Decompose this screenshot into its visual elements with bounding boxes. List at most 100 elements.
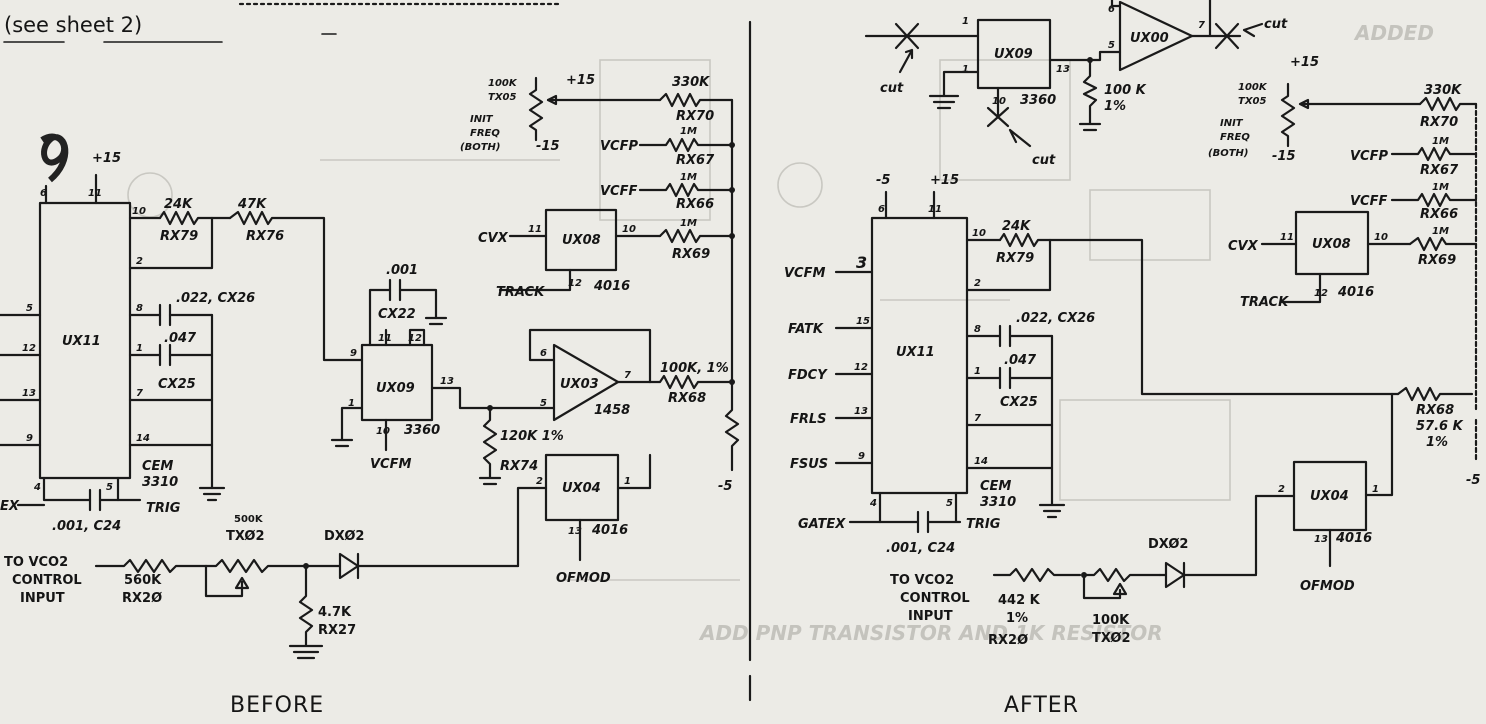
svg-text:UX09: UX09 (994, 47, 1033, 62)
svg-text:TRIG: TRIG (966, 517, 1001, 532)
svg-text:INIT: INIT (470, 114, 494, 125)
svg-text:10: 10 (1374, 232, 1388, 243)
svg-text:500K: 500K (234, 514, 264, 525)
svg-text:1M: 1M (680, 218, 697, 229)
svg-text:12: 12 (408, 333, 422, 344)
svg-text:VCFF: VCFF (1350, 194, 1387, 209)
svg-text:5: 5 (1108, 40, 1115, 51)
svg-text:1M: 1M (680, 172, 697, 183)
svg-text:2: 2 (974, 278, 981, 289)
svg-text:11: 11 (88, 188, 102, 199)
svg-text:BEFORE: BEFORE (230, 693, 324, 718)
svg-text:RX76: RX76 (246, 229, 284, 244)
svg-text:2: 2 (536, 476, 543, 487)
svg-text:RX68: RX68 (1416, 403, 1454, 418)
svg-text:VCFM: VCFM (784, 266, 825, 281)
svg-text:TX05: TX05 (1238, 96, 1266, 107)
svg-text:RX70: RX70 (1420, 115, 1458, 130)
svg-text:1M: 1M (680, 126, 697, 137)
svg-text:120K 1%: 120K 1% (500, 429, 564, 444)
svg-text:.022, CX26: .022, CX26 (1016, 311, 1095, 326)
svg-text:100K: 100K (1238, 82, 1268, 93)
svg-text:RX69: RX69 (672, 247, 710, 262)
svg-text:9: 9 (858, 451, 865, 462)
svg-text:24K: 24K (164, 197, 193, 212)
svg-text:1%: 1% (1104, 99, 1126, 114)
svg-text:1: 1 (974, 366, 981, 377)
svg-text:FREQ: FREQ (470, 128, 500, 139)
svg-text:UX03: UX03 (560, 377, 599, 392)
svg-text:1: 1 (962, 16, 969, 27)
svg-text:13: 13 (1056, 64, 1070, 75)
svg-text:12: 12 (854, 362, 868, 373)
svg-text:EX: EX (0, 499, 20, 514)
bleed-through: ADD PNP TRANSISTOR AND 1K RESISTOR ADDED (127, 21, 1434, 645)
svg-text:8: 8 (136, 303, 143, 314)
svg-text:FATK: FATK (788, 322, 824, 337)
after-ux11-chip (870, 216, 969, 495)
svg-text:10: 10 (622, 224, 636, 235)
svg-text:2: 2 (136, 256, 143, 267)
svg-text:UX09: UX09 (376, 381, 415, 396)
svg-text:12: 12 (568, 278, 582, 289)
svg-text:3360: 3360 (404, 423, 440, 438)
svg-text:VCFP: VCFP (1350, 149, 1388, 164)
svg-text:11: 11 (928, 204, 942, 215)
svg-text:OFMOD: OFMOD (556, 571, 611, 586)
svg-text:7: 7 (136, 388, 143, 399)
svg-text:(BOTH): (BOTH) (1208, 148, 1248, 159)
svg-text:.001: .001 (386, 263, 418, 278)
svg-text:4016: 4016 (593, 279, 630, 294)
svg-text:RX79: RX79 (996, 251, 1034, 266)
svg-text:1: 1 (1372, 484, 1379, 495)
svg-text:9: 9 (26, 433, 33, 444)
svg-text:CVX: CVX (1228, 239, 1259, 254)
after-ux11-inputs: VCFM FATK FDCY FRLS FSUS 3 15 12 13 9 (784, 253, 874, 472)
svg-text:1: 1 (136, 343, 143, 354)
svg-text:CX25: CX25 (1000, 395, 1038, 410)
svg-text:CX22: CX22 (378, 307, 416, 322)
svg-text:RX69: RX69 (1418, 253, 1456, 268)
svg-text:3360: 3360 (1020, 93, 1056, 108)
svg-text:TO VCO2: TO VCO2 (4, 555, 68, 570)
svg-text:100K: 100K (1092, 613, 1130, 628)
svg-text:47K: 47K (237, 197, 267, 212)
svg-text:VCFP: VCFP (600, 139, 638, 154)
svg-text:11: 11 (1280, 232, 1294, 243)
svg-text:10: 10 (972, 228, 986, 239)
svg-text:15: 15 (856, 316, 870, 327)
svg-text:6: 6 (540, 348, 547, 359)
svg-text:UX00: UX00 (1130, 31, 1169, 46)
svg-text:RX79: RX79 (160, 229, 198, 244)
svg-text:TX05: TX05 (488, 92, 516, 103)
svg-text:UX04: UX04 (562, 481, 601, 496)
svg-text:RX67: RX67 (1420, 163, 1459, 178)
svg-text:UX08: UX08 (562, 233, 601, 248)
svg-text:AFTER: AFTER (1004, 693, 1079, 718)
svg-text:-15: -15 (536, 139, 560, 154)
svg-text:7: 7 (974, 413, 981, 424)
svg-text:2: 2 (1278, 484, 1285, 495)
svg-text:(BOTH): (BOTH) (460, 142, 500, 153)
svg-text:TXØ2: TXØ2 (226, 529, 265, 544)
svg-text:cut: cut (880, 81, 904, 96)
svg-text:+15: +15 (566, 73, 595, 88)
svg-text:+15: +15 (930, 173, 959, 188)
svg-text:CEM: CEM (980, 479, 1011, 494)
svg-text:INPUT: INPUT (908, 609, 953, 624)
svg-text:1M: 1M (1432, 226, 1449, 237)
svg-text:6: 6 (878, 204, 885, 215)
svg-text:RX2Ø: RX2Ø (988, 633, 1028, 648)
svg-text:4016: 4016 (591, 523, 628, 538)
svg-text:5: 5 (106, 482, 113, 493)
svg-text:CX25: CX25 (158, 377, 196, 392)
svg-text:.001, C24: .001, C24 (886, 541, 955, 556)
svg-text:13: 13 (1314, 534, 1328, 545)
svg-text:3310: 3310 (142, 475, 178, 490)
svg-text:4016: 4016 (1335, 531, 1372, 546)
svg-text:-15: -15 (1272, 149, 1296, 164)
svg-text:10: 10 (132, 206, 146, 217)
svg-text:(see sheet 2): (see sheet 2) (4, 13, 142, 37)
